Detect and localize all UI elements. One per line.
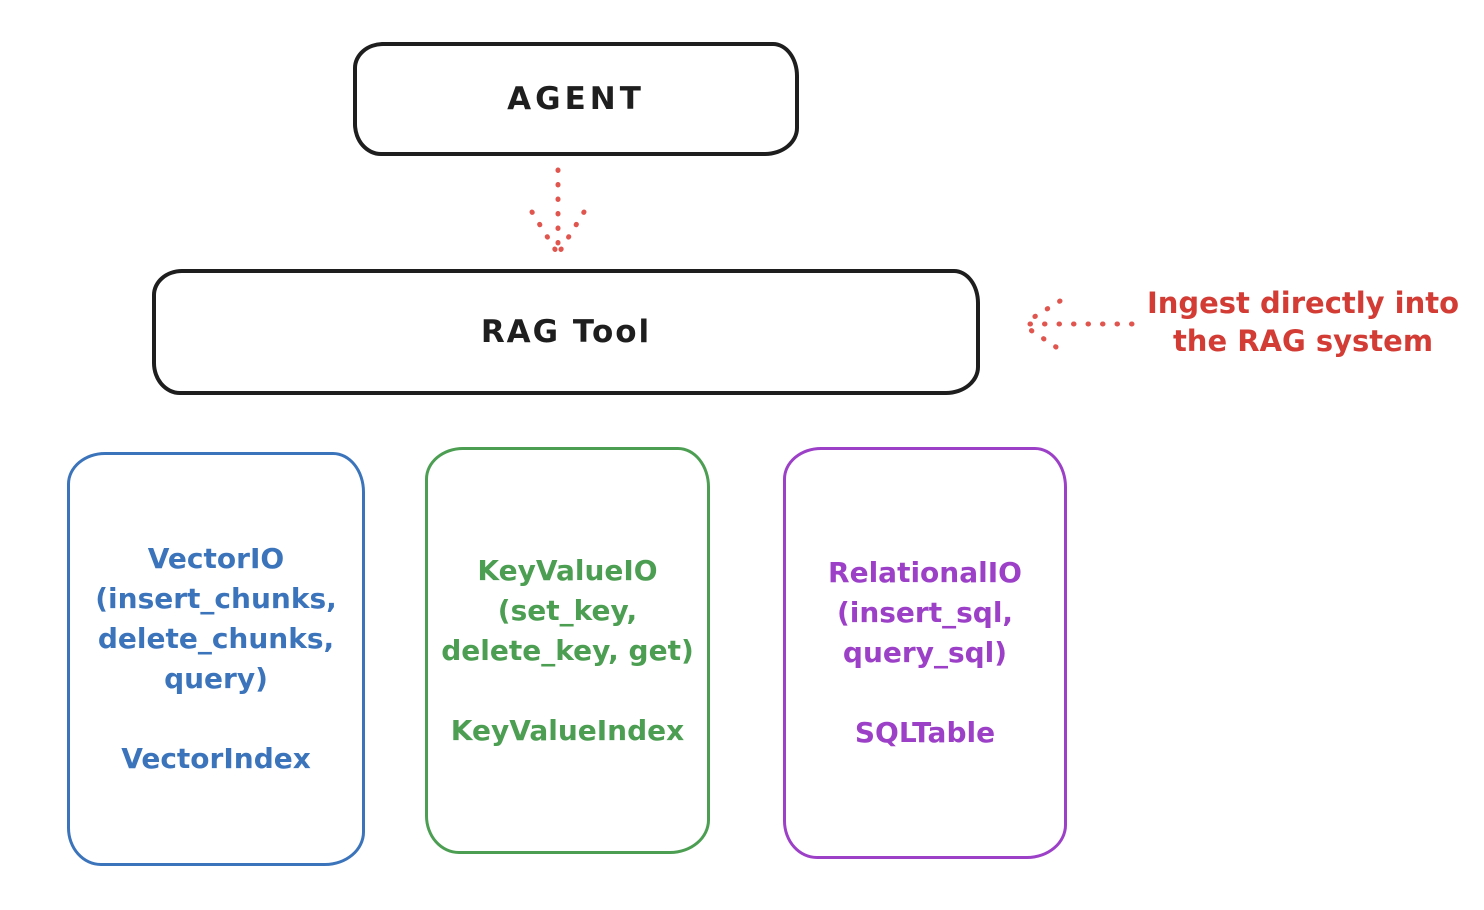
vector-io-index-label: VectorIndex xyxy=(121,742,311,775)
provider-box-keyvalue-io: KeyValueIO (set_key, delete_key, get) Ke… xyxy=(425,447,710,854)
vector-io-methods-line3: query) xyxy=(164,662,268,695)
rag-tool-box: RAG Tool xyxy=(152,269,980,395)
ingest-annotation: Ingest directly into the RAG system xyxy=(1128,284,1478,360)
rag-tool-label: RAG Tool xyxy=(480,314,652,350)
relational-io-table-label: SQLTable xyxy=(854,716,996,749)
vector-io-methods-line1: (insert_chunks, xyxy=(95,582,337,615)
provider-box-vector-io: VectorIO (insert_chunks, delete_chunks, … xyxy=(67,452,365,866)
keyvalue-io-index-label: KeyValueIndex xyxy=(450,713,685,747)
relational-io-methods-line2: query_sql) xyxy=(842,636,1008,669)
relational-io-title: RelationalIO xyxy=(828,556,1022,589)
provider-box-relational-io: RelationalIO (insert_sql, query_sql) SQL… xyxy=(783,447,1067,859)
agent-label: AGENT xyxy=(507,81,645,117)
ingest-annotation-line2: the RAG system xyxy=(1172,324,1434,358)
keyvalue-io-methods-line1: (set_key, xyxy=(497,593,638,627)
keyvalue-io-methods-line2: delete_key, get) xyxy=(441,633,694,667)
keyvalue-io-title: KeyValueIO xyxy=(477,553,658,587)
relational-io-methods-line1: (insert_sql, xyxy=(836,596,1014,629)
agent-to-rag-dotted-arrow xyxy=(529,167,587,257)
vector-io-title: VectorIO xyxy=(147,542,285,575)
agent-box: AGENT xyxy=(353,42,799,156)
ingest-annotation-line1: Ingest directly into xyxy=(1146,286,1460,320)
ingest-dotted-arrow xyxy=(1023,298,1135,350)
vector-io-methods-line2: delete_chunks, xyxy=(97,622,335,655)
